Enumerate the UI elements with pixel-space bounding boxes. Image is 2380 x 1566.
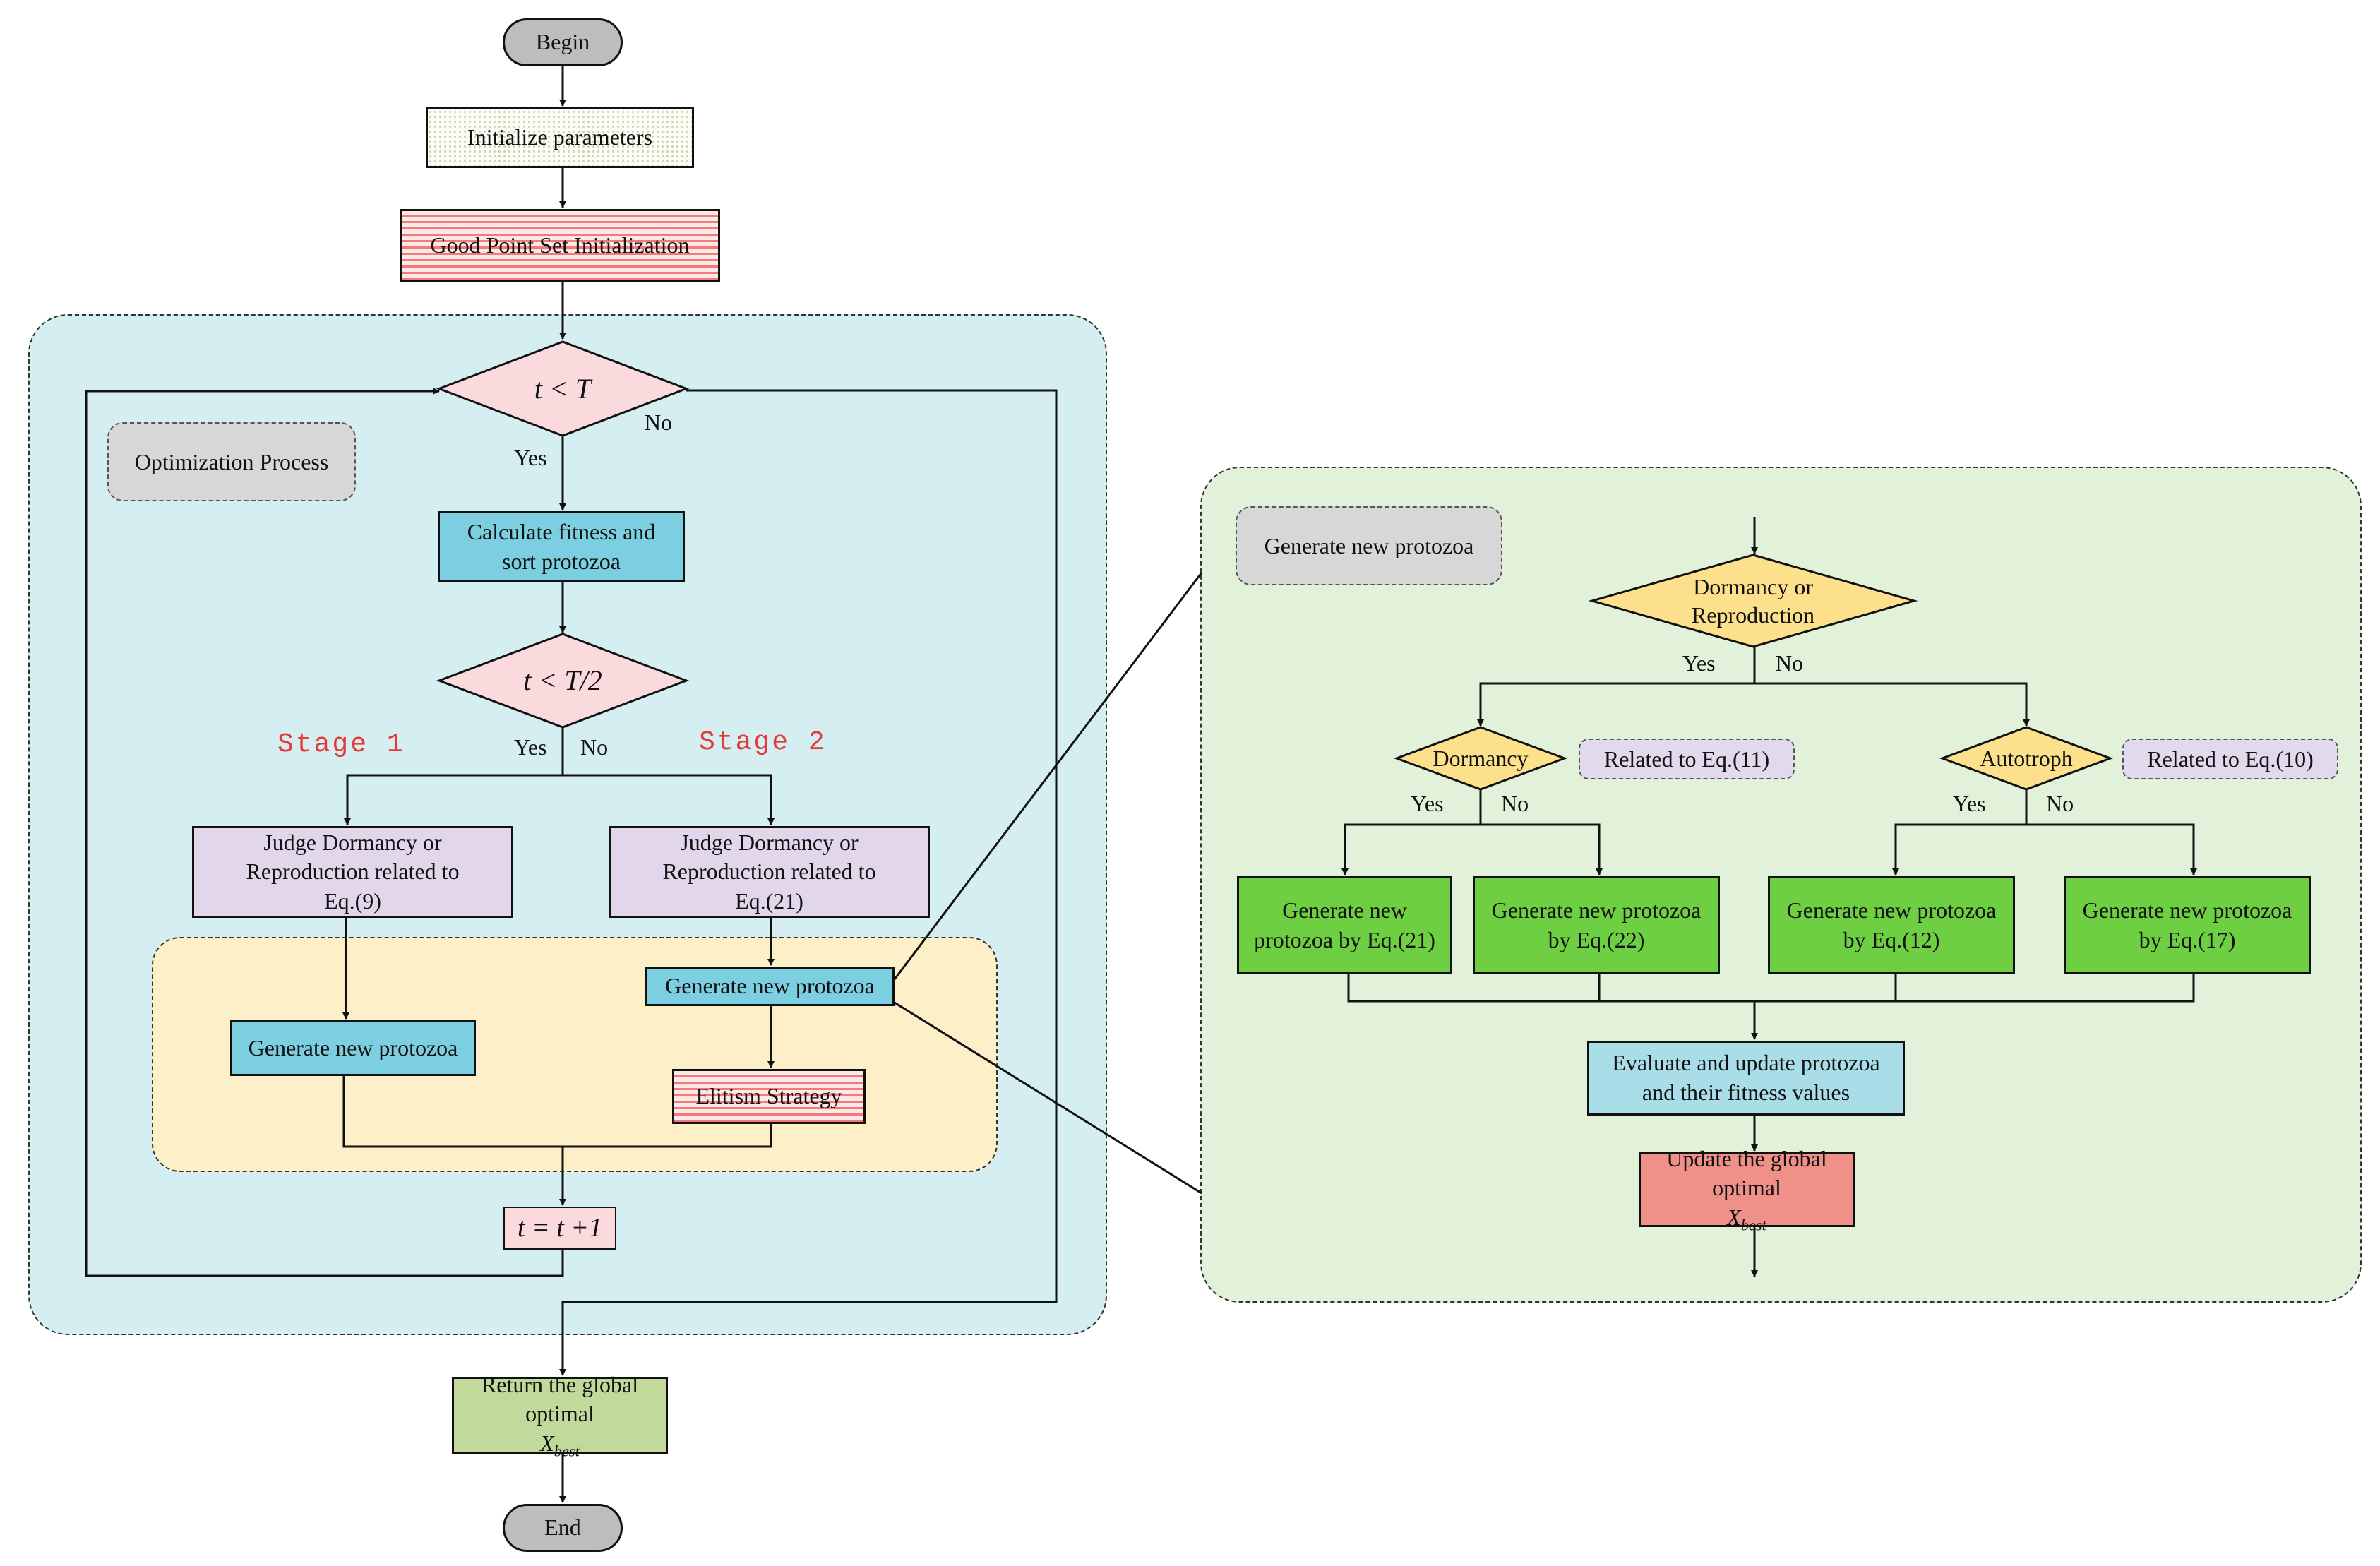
dormancy-or-reproduction-no: No	[1776, 650, 1804, 676]
evaluate-update-line2: and their fitness values	[1642, 1080, 1850, 1105]
generate-eq17-box: Generate new protozoa by Eq.(17)	[2064, 876, 2311, 974]
judge-stage2-line1: Judge Dormancy or	[680, 829, 859, 855]
generate-eq17-line2: by Eq.(17)	[2139, 926, 2236, 952]
related-eq10-tag: Related to Eq.(10)	[2122, 739, 2338, 779]
begin-label: Begin	[535, 29, 590, 55]
evaluate-update-line1: Evaluate and update protozoa	[1612, 1050, 1880, 1076]
dormancy-or-reproduction-decision: Dormancy or Reproduction	[1588, 554, 1918, 648]
dormancy-no: No	[1501, 791, 1529, 816]
generate-protozoa-tag-label: Generate new protozoa	[1264, 532, 1474, 558]
judge-stage2-line2: Reproduction related to	[662, 859, 876, 885]
generate-protozoa-stage1-label: Generate new protozoa	[248, 1034, 458, 1060]
related-eq11-tag: Related to Eq.(11)	[1579, 739, 1795, 779]
evaluate-update-box: Evaluate and update protozoa and their fi…	[1587, 1041, 1905, 1116]
generate-protozoa-stage2-box: Generate new protozoa	[645, 967, 895, 1006]
begin-terminal: Begin	[503, 18, 623, 66]
dormancy-decision: Dormancy	[1393, 726, 1568, 791]
good-point-set-label: Good Point Set Initialization	[430, 232, 690, 258]
generate-protozoa-stage2-label: Generate new protozoa	[665, 973, 875, 999]
end-label: End	[544, 1514, 581, 1541]
dormancy-or-reproduction-yes: Yes	[1682, 650, 1716, 676]
calculate-fitness-line2: sort protozoa	[502, 548, 621, 574]
generate-eq21-line1: Generate new	[1282, 897, 1407, 923]
t-lt-T-label: t < T	[534, 372, 592, 405]
good-point-set-box: Good Point Set Initialization	[400, 209, 720, 282]
update-global-var: X	[1727, 1204, 1741, 1230]
initialize-parameters-label: Initialize parameters	[467, 124, 653, 150]
increment-box: t = t +1	[503, 1207, 616, 1250]
autotroph-decision: Autotroph	[1939, 726, 2114, 791]
end-terminal: End	[503, 1504, 623, 1552]
initialize-parameters-box: Initialize parameters	[426, 107, 694, 168]
calculate-fitness-line1: Calculate fitness and	[467, 518, 656, 544]
generate-eq22-box: Generate new protozoa by Eq.(22)	[1473, 876, 1720, 974]
return-global-line1: Return the global	[481, 1371, 639, 1397]
generate-eq22-line1: Generate new protozoa	[1491, 897, 1702, 923]
t-lt-T-decision: t < T	[436, 340, 690, 437]
optimization-process-tag: Optimization Process	[107, 422, 356, 501]
elitism-strategy-box: Elitism Strategy	[672, 1069, 866, 1124]
increment-label: t = t +1	[518, 1212, 602, 1243]
generate-eq17-line1: Generate new protozoa	[2082, 897, 2292, 923]
related-eq10-label: Related to Eq.(10)	[2147, 746, 2314, 772]
optimization-process-label: Optimization Process	[134, 448, 329, 474]
generate-eq12-line2: by Eq.(12)	[1843, 926, 1940, 952]
return-global-box: Return the global optimal Xbest	[452, 1372, 668, 1459]
autotroph-label: Autotroph	[1980, 746, 2073, 771]
judge-stage2-box: Judge Dormancy or Reproduction related to…	[609, 826, 930, 918]
stage-1-label: Stage 1	[277, 729, 405, 760]
update-global-line1: Update the global	[1666, 1145, 1827, 1171]
elitism-strategy-label: Elitism Strategy	[695, 1083, 842, 1109]
dormancy-label: Dormancy	[1433, 746, 1529, 771]
update-global-box: Update the global optimal Xbest	[1639, 1146, 1855, 1233]
judge-stage2-line3: Eq.(21)	[735, 887, 803, 914]
judge-stage1-line3: Eq.(9)	[324, 887, 381, 914]
generate-eq12-line1: Generate new protozoa	[1786, 897, 1997, 923]
generate-eq12-box: Generate new protozoa by Eq.(12)	[1768, 876, 2015, 974]
generate-protozoa-stage1-box: Generate new protozoa	[230, 1020, 476, 1076]
stage-2-label: Stage 2	[699, 727, 827, 758]
generate-eq21-line2: protozoa by Eq.(21)	[1254, 926, 1435, 952]
t-lt-T-yes: Yes	[514, 445, 547, 470]
return-global-var: X	[540, 1430, 554, 1456]
autotroph-yes: Yes	[1953, 791, 1986, 816]
autotroph-no: No	[2046, 791, 2074, 816]
dormancy-or-reproduction-line2: Reproduction	[1691, 602, 1815, 628]
return-global-sub: best	[554, 1442, 580, 1460]
generate-eq21-box: Generate new protozoa by Eq.(21)	[1237, 876, 1452, 974]
judge-stage1-line2: Reproduction related to	[246, 859, 460, 885]
t-lt-half-T-decision: t < T/2	[436, 633, 690, 729]
dormancy-or-reproduction-line1: Dormancy or	[1693, 574, 1813, 599]
related-eq11-label: Related to Eq.(11)	[1603, 746, 1770, 772]
judge-stage1-box: Judge Dormancy or Reproduction related to…	[192, 826, 513, 918]
t-lt-half-T-yes: Yes	[514, 734, 547, 760]
dormancy-yes: Yes	[1411, 791, 1444, 816]
update-global-line2: optimal	[1712, 1175, 1781, 1201]
update-global-sub: best	[1740, 1216, 1766, 1234]
t-lt-half-T-label: t < T/2	[523, 664, 602, 696]
judge-stage1-line1: Judge Dormancy or	[263, 829, 442, 855]
generate-eq22-line2: by Eq.(22)	[1548, 926, 1645, 952]
t-lt-half-T-no: No	[580, 734, 609, 760]
t-lt-T-no: No	[645, 410, 673, 435]
generate-protozoa-tag: Generate new protozoa	[1236, 506, 1502, 585]
return-global-line2: optimal	[525, 1401, 594, 1427]
calculate-fitness-box: Calculate fitness and sort protozoa	[438, 511, 685, 582]
